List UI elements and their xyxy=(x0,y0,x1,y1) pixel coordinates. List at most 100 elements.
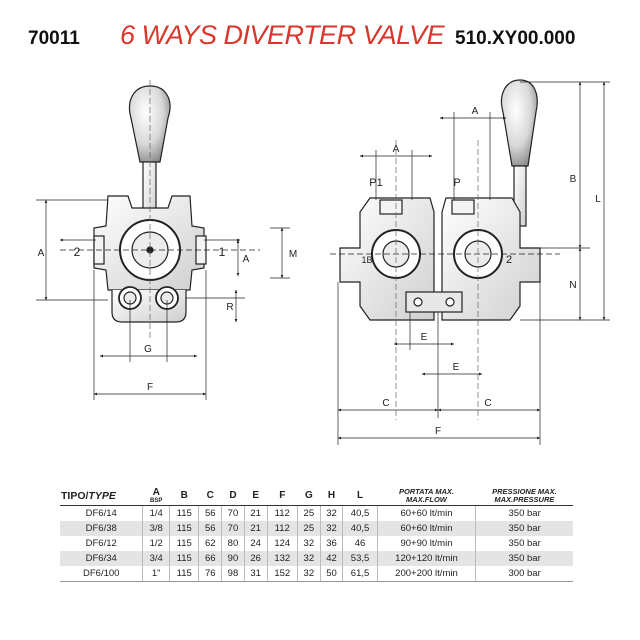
cell-l: 53,5 xyxy=(342,551,378,566)
cell-e: 21 xyxy=(243,505,268,521)
dim-label-e-lower: E xyxy=(453,362,460,373)
col-header-type: TIPO/TYPE xyxy=(60,486,143,506)
cell-c: 76 xyxy=(198,566,222,582)
cell-a: 3/8 xyxy=(142,521,170,536)
side-handle-knob xyxy=(500,79,538,167)
dim-label-c-left: C xyxy=(382,398,389,409)
cell-d: 70 xyxy=(221,521,245,536)
part-number: 510.XY00.000 xyxy=(455,28,576,49)
cell-g: 25 xyxy=(296,505,321,521)
cell-b: 115 xyxy=(168,536,199,551)
col-header-c: C xyxy=(198,486,222,506)
handle-knob xyxy=(129,85,171,163)
cell-b: 115 xyxy=(168,566,199,582)
cell-h: 32 xyxy=(319,505,343,521)
cell-g: 32 xyxy=(296,566,321,582)
cell-b: 115 xyxy=(168,521,199,536)
table-row: DF6/100 1" 115 76 98 31 152 32 50 61,5 2… xyxy=(60,566,573,582)
cell-b: 115 xyxy=(168,505,199,521)
port-label-1: 1 xyxy=(219,245,226,259)
cell-c: 56 xyxy=(198,521,222,536)
cell-pressure: 300 bar xyxy=(475,566,573,582)
table-row: DF6/14 1/4 115 56 70 21 112 25 32 40,5 6… xyxy=(60,505,573,521)
cell-l: 46 xyxy=(342,536,378,551)
cell-f: 112 xyxy=(266,521,298,536)
cell-f: 152 xyxy=(266,566,298,582)
cell-pressure: 350 bar xyxy=(475,521,573,536)
cell-type: DF6/100 xyxy=(60,566,143,582)
dim-label-a-top-right: A xyxy=(472,106,479,117)
product-code: 70011 xyxy=(28,28,80,49)
dim-label-f-left: F xyxy=(147,382,153,393)
col-header-d: D xyxy=(221,486,245,506)
dim-label-n: N xyxy=(569,280,576,291)
cell-flow: 60+60 lt/min xyxy=(376,505,476,521)
cell-pressure: 350 bar xyxy=(475,551,573,566)
cell-g: 32 xyxy=(296,551,321,566)
technical-drawing: A 2 1 A M R G F xyxy=(36,79,610,445)
cell-flow: 60+60 lt/min xyxy=(376,521,476,536)
cell-l: 61,5 xyxy=(342,566,378,582)
port-label-1b: 1B xyxy=(361,255,372,265)
cell-h: 42 xyxy=(319,551,343,566)
cell-d: 98 xyxy=(221,566,245,582)
cell-h: 36 xyxy=(319,536,343,551)
col-header-h: H xyxy=(320,486,343,506)
cell-flow: 200+200 lt/min xyxy=(376,566,476,582)
dim-label-c-right: C xyxy=(484,398,491,409)
dim-label-a-left: A xyxy=(38,248,45,259)
cell-type: DF6/12 xyxy=(85,538,117,549)
dim-label-l: L xyxy=(595,194,601,205)
col-header-l: L xyxy=(342,486,378,506)
side-view xyxy=(339,79,541,321)
cell-c: 56 xyxy=(198,505,222,521)
cell-flow: 120+120 lt/min xyxy=(376,551,476,566)
cell-l: 40,5 xyxy=(342,505,378,521)
cell-a: 3/4 xyxy=(142,551,170,566)
dim-label-g: G xyxy=(144,344,152,355)
col-header-pressure: PRESSIONE MAX.MAX.PRESSURE xyxy=(475,486,573,506)
cell-flow: 90+90 lt/min xyxy=(376,536,476,551)
col-header-e: E xyxy=(244,486,268,506)
cell-pressure: 350 bar xyxy=(475,536,573,551)
cell-a: 1/2 xyxy=(142,536,170,551)
cell-f: 124 xyxy=(266,536,298,551)
table-row: DF6/34 3/4 115 66 90 26 132 32 42 53,5 1… xyxy=(60,551,573,566)
dim-label-a-top-left: A xyxy=(393,144,400,155)
page-title: 6 WAYS DIVERTER VALVE xyxy=(120,20,445,50)
cell-d: 80 xyxy=(221,536,245,551)
cell-e: 21 xyxy=(243,521,268,536)
cell-pressure: 350 bar xyxy=(475,505,573,521)
cell-a: 1/4 xyxy=(142,505,170,521)
col-header-g: G xyxy=(297,486,321,506)
cell-h: 32 xyxy=(319,521,343,536)
dim-label-m: M xyxy=(289,249,297,260)
port-label-p1: P1 xyxy=(369,177,382,189)
port-label-p: P xyxy=(453,177,460,189)
cell-e: 24 xyxy=(243,536,268,551)
dim-label-e-upper: E xyxy=(421,332,428,343)
cell-l: 40,5 xyxy=(342,521,378,536)
cell-c: 62 xyxy=(198,536,222,551)
dim-label-b: B xyxy=(570,174,577,185)
col-header-b: B xyxy=(169,486,199,506)
cell-g: 32 xyxy=(296,536,321,551)
dim-label-r: R xyxy=(226,302,233,313)
port-label-2: 2 xyxy=(74,245,81,259)
cell-g: 25 xyxy=(296,521,321,536)
cell-d: 70 xyxy=(221,505,245,521)
table-row: DF6/38 3/8 115 56 70 21 112 25 32 40,5 6… xyxy=(60,521,573,536)
cell-a: 1" xyxy=(142,566,170,582)
col-header-f: F xyxy=(267,486,298,506)
cell-d: 90 xyxy=(221,551,245,566)
dim-label-f-right: F xyxy=(435,426,441,437)
dim-label-a-right: A xyxy=(243,254,250,265)
cell-b: 115 xyxy=(168,551,199,566)
table-row: DF6/12 1/2 115 62 80 24 124 32 36 46 90+… xyxy=(60,536,573,551)
cell-h: 50 xyxy=(319,566,343,582)
cell-type: DF6/38 xyxy=(60,521,143,536)
cell-type: DF6/14 xyxy=(85,508,117,519)
